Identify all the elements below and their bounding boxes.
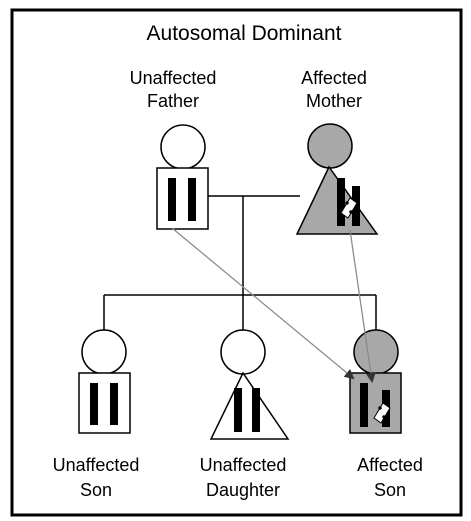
son2-body: [349, 372, 402, 434]
diagram-title: Autosomal Dominant: [147, 22, 342, 45]
daughter-chromosome-1: [234, 388, 242, 432]
father-body: [156, 167, 209, 230]
son1-figure: [78, 329, 131, 434]
father-label-2: Father: [147, 91, 199, 111]
daughter-figure: [209, 329, 290, 440]
son2-label-1: Affected: [357, 455, 423, 475]
father-label-1: Unaffected: [130, 68, 217, 88]
daughter-label-1: Unaffected: [200, 455, 287, 475]
son1-chromosome-2: [110, 383, 118, 425]
mother-chromosome-1: [337, 178, 345, 226]
mutation-icon: [340, 197, 358, 219]
father-to-son-arrow: [171, 227, 355, 380]
daughter-body: [209, 371, 290, 440]
son2-label-2: Son: [374, 480, 406, 500]
father-head: [160, 124, 206, 170]
mutation-icon: [373, 402, 391, 424]
son1-chromosome-1: [90, 383, 98, 425]
son1-label-2: Son: [80, 480, 112, 500]
father-figure: [156, 124, 209, 230]
mother-figure: [295, 123, 379, 235]
pedigree-lines: [103, 195, 377, 330]
mother-label-1: Affected: [301, 68, 367, 88]
son2-head: [353, 329, 399, 375]
figure-border: [10, 8, 463, 517]
son2-chromosome-1: [360, 383, 368, 427]
mother-chromosome-2: [352, 186, 360, 226]
father-chromosome-2: [188, 178, 196, 221]
mother-head: [307, 123, 353, 169]
mother-to-son-arrow: [349, 229, 376, 383]
father-chromosome-1: [168, 178, 176, 221]
son1-label-1: Unaffected: [53, 455, 140, 475]
mother-label-2: Mother: [306, 91, 362, 111]
son2-figure: [349, 329, 402, 434]
daughter-label-2: Daughter: [206, 480, 280, 500]
daughter-chromosome-2: [252, 388, 260, 432]
son1-head: [81, 329, 127, 375]
son1-body: [78, 372, 131, 434]
daughter-head: [220, 329, 266, 375]
